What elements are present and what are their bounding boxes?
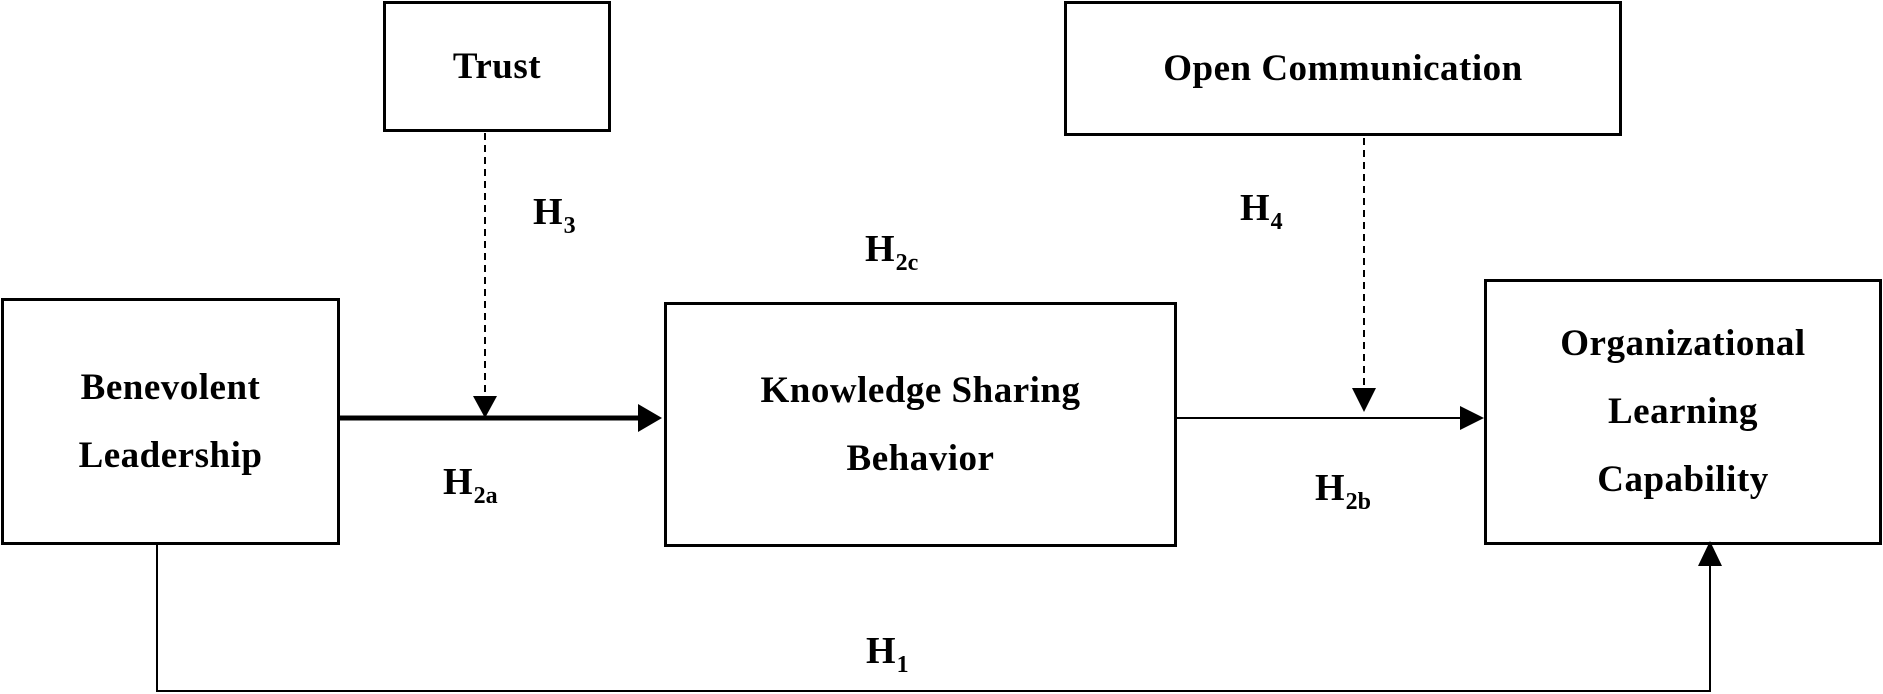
hypothesis-h1-label: H1 (866, 630, 909, 678)
open-communication-box: Open Communication (1064, 1, 1622, 136)
arrowhead-olc-bottom (1698, 541, 1722, 566)
benevolent-leadership-line-1: Benevolent (80, 366, 261, 408)
open-communication-label: Open Communication (1163, 47, 1523, 89)
hypothesis-h3-label: H3 (533, 191, 576, 239)
hypothesis-h2b-label: H2b (1315, 467, 1371, 515)
hypothesis-h2c-label: H2c (865, 228, 919, 276)
trust-label: Trust (452, 45, 542, 87)
organizational-learning-box: Organizational Learning Capability (1484, 279, 1882, 545)
hypothesis-h4-label: H4 (1240, 187, 1283, 235)
benevolent-leadership-box: Benevolent Leadership (1, 298, 340, 545)
arrowhead-oc (1352, 388, 1376, 412)
knowledge-sharing-line-1: Knowledge Sharing (760, 369, 1081, 411)
arrowhead-trust (473, 396, 497, 418)
arrowhead-olc-side (1460, 406, 1484, 430)
knowledge-sharing-line-2: Behavior (846, 437, 995, 479)
arrowhead-ksb (638, 404, 662, 432)
organizational-learning-line-1: Organizational (1560, 323, 1806, 364)
organizational-learning-line-3: Capability (1597, 459, 1769, 500)
path-bl-to-olc-direct (156, 545, 1711, 692)
knowledge-sharing-box: Knowledge Sharing Behavior (664, 302, 1177, 547)
benevolent-leadership-line-2: Leadership (78, 434, 263, 476)
hypothesis-h2a-label: H2a (443, 461, 498, 509)
organizational-learning-line-2: Learning (1608, 391, 1758, 432)
trust-box: Trust (383, 1, 611, 132)
